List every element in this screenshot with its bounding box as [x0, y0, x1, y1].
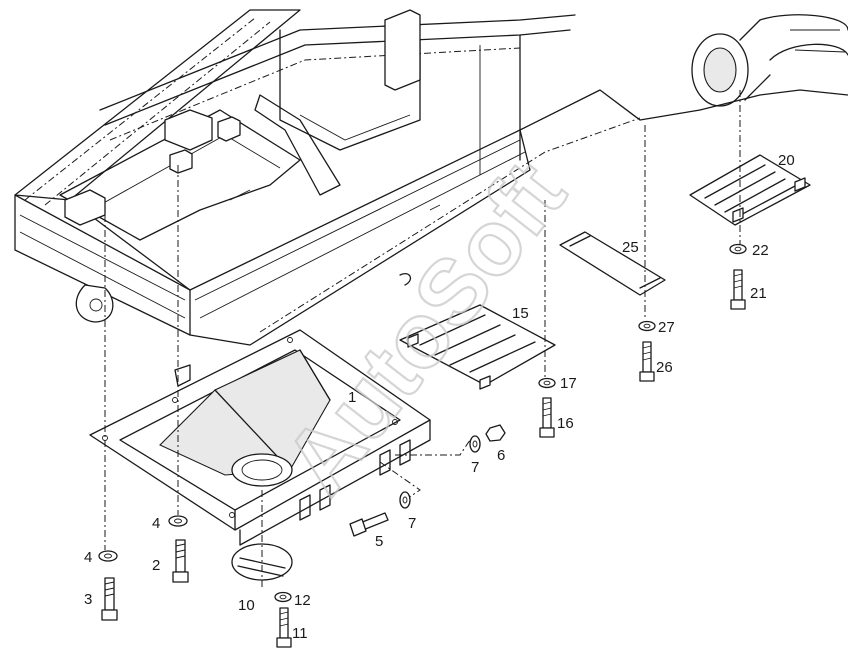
callout-5: 5 — [375, 533, 383, 550]
callout-15: 15 — [512, 305, 529, 322]
callout-3: 3 — [84, 591, 92, 608]
callout-26: 26 — [656, 359, 673, 376]
plate-25 — [559, 231, 666, 296]
callout-22: 22 — [752, 242, 769, 259]
callout-7b: 7 — [408, 515, 416, 532]
callout-12: 12 — [294, 592, 311, 609]
callout-11: 11 — [292, 625, 308, 642]
callout-27: 27 — [658, 319, 675, 336]
callout-4a: 4 — [152, 515, 160, 532]
callout-21: 21 — [750, 285, 767, 302]
watermark: AutoSoft — [265, 144, 584, 513]
callout-17: 17 — [560, 375, 577, 392]
plate-20 — [689, 154, 811, 226]
callout-4b: 4 — [84, 549, 92, 566]
callout-10: 10 — [238, 597, 255, 614]
callout-labels: 1 2 3 4 4 5 6 7 7 10 11 12 15 16 17 20 2… — [84, 152, 795, 642]
main-frame — [14, 9, 848, 346]
callout-7a: 7 — [471, 459, 479, 476]
callout-16: 16 — [557, 415, 574, 432]
callout-2: 2 — [152, 557, 160, 574]
centerlines — [104, 90, 741, 590]
callout-1: 1 — [348, 389, 356, 406]
callout-25: 25 — [622, 239, 639, 256]
plate-15 — [399, 304, 556, 390]
tray-cover — [89, 329, 431, 546]
callout-20: 20 — [778, 152, 795, 169]
fasteners — [98, 243, 747, 648]
callout-6: 6 — [497, 447, 505, 464]
